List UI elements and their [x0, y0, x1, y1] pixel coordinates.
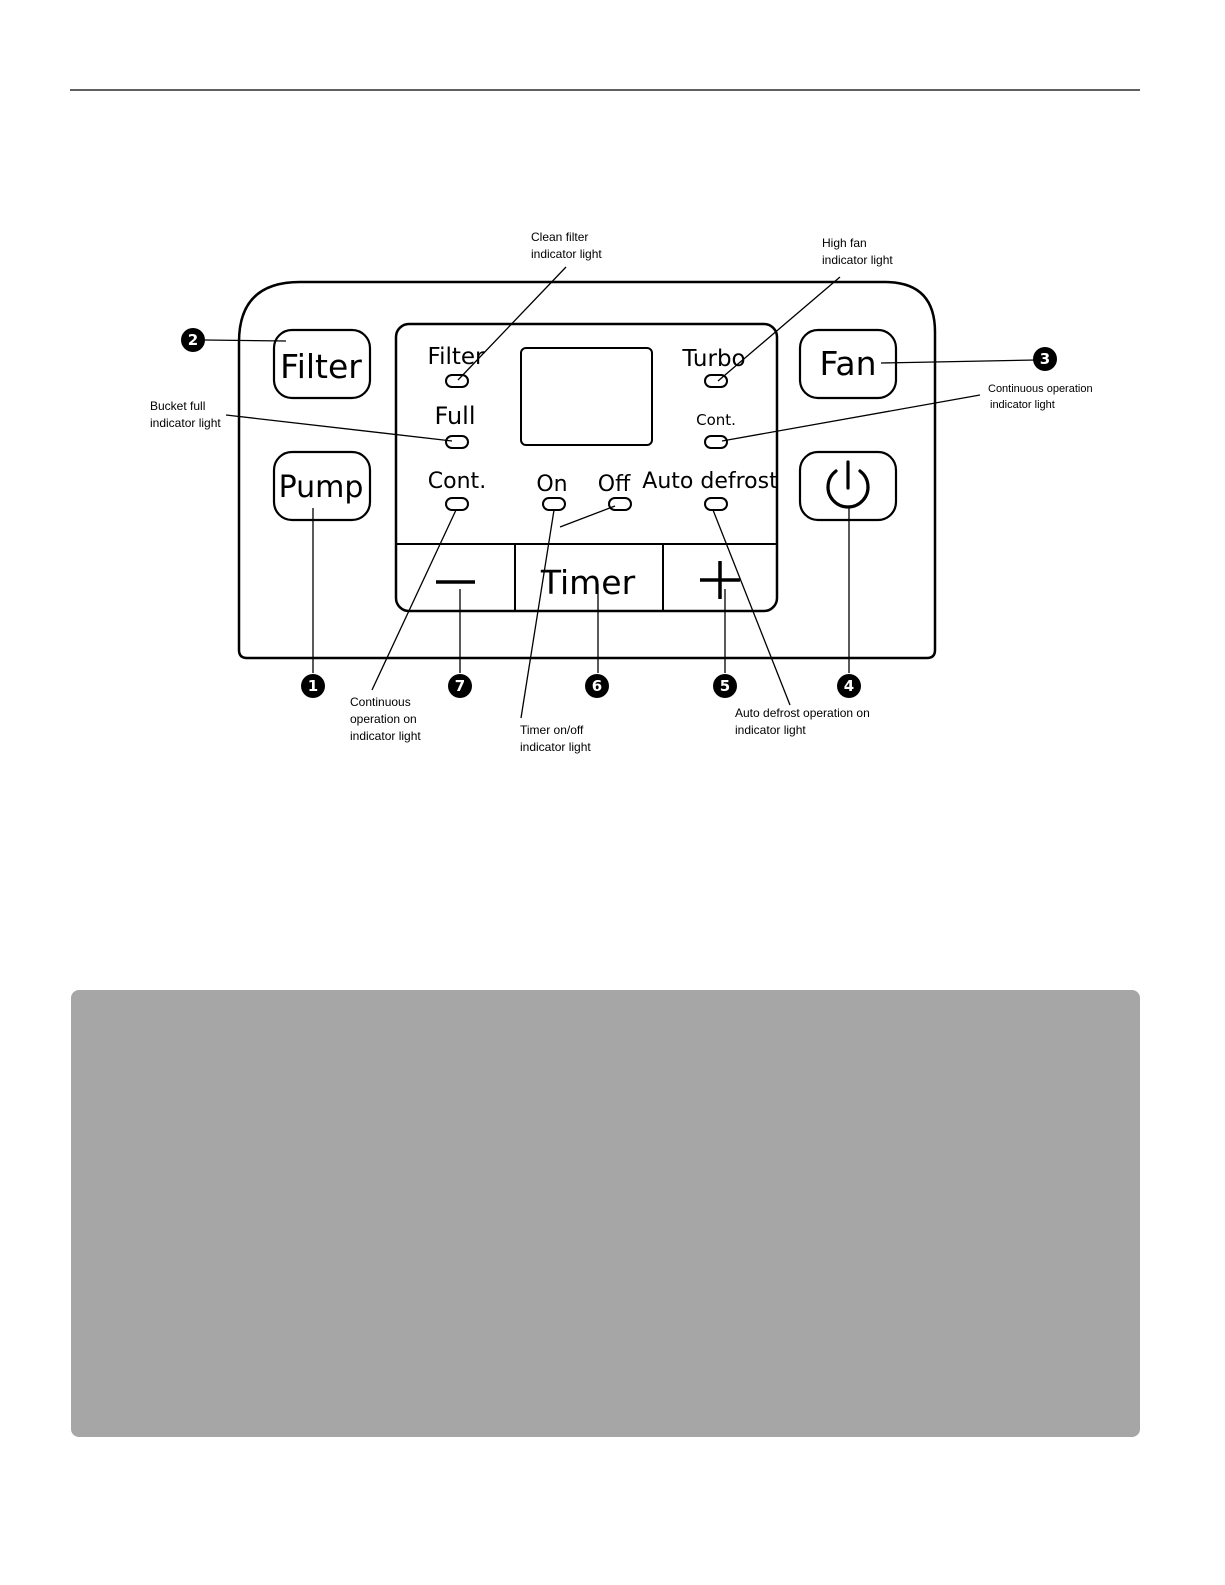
indicator-label-cont-right: Cont.	[696, 411, 736, 429]
callout-high-fan: High fan indicator light	[822, 236, 893, 267]
indicator-label-turbo: Turbo	[681, 346, 745, 372]
lcd-screen	[520, 347, 653, 446]
svg-text:3: 3	[1040, 350, 1050, 368]
svg-text:1: 1	[308, 677, 318, 695]
badge-5: 5	[713, 674, 737, 698]
svg-text:5: 5	[720, 677, 730, 695]
callout-timer-onoff: Timer on/off indicator light	[520, 723, 591, 754]
indicator-light-off	[608, 497, 632, 511]
plus-button[interactable]	[665, 546, 775, 609]
indicator-label-auto-defrost: Auto defrost	[642, 469, 778, 494]
badge-2: 2	[181, 328, 205, 352]
svg-text:6: 6	[592, 677, 602, 695]
panel-outline	[237, 280, 937, 660]
badge-7: 7	[448, 674, 472, 698]
power-icon	[826, 460, 870, 509]
indicator-light-on	[542, 497, 566, 511]
display-panel	[394, 322, 779, 613]
timer-button[interactable]: Timer	[517, 546, 661, 609]
svg-text:2: 2	[188, 331, 198, 349]
indicator-light-cont-right	[704, 435, 728, 449]
badge-6: 6	[585, 674, 609, 698]
pump-button[interactable]: Pump	[272, 450, 372, 522]
callout-continuous-left: Continuous operation on indicator light	[350, 695, 421, 743]
indicator-light-full	[445, 435, 469, 449]
gray-content-block	[71, 990, 1140, 1437]
indicator-label-cont-left: Cont.	[428, 469, 486, 494]
filter-button-label: Filter	[280, 347, 362, 386]
badge-3: 3	[1033, 347, 1057, 371]
power-button[interactable]	[798, 450, 898, 522]
indicator-light-auto-defrost	[704, 497, 728, 511]
indicator-label-off: Off	[598, 472, 631, 497]
indicator-label-on: On	[536, 472, 567, 497]
timer-button-label: Timer	[540, 563, 636, 602]
badge-4: 4	[837, 674, 861, 698]
badge-1: 1	[301, 674, 325, 698]
callout-clean-filter: Clean filter indicator light	[531, 230, 602, 261]
indicator-light-filter	[445, 374, 469, 388]
svg-text:7: 7	[455, 677, 465, 695]
fan-button-label: Fan	[819, 344, 876, 383]
indicator-light-cont-left	[445, 497, 469, 511]
indicator-label-full: Full	[434, 402, 475, 430]
callout-continuous-right: Continuous operation indicator light	[988, 383, 1096, 411]
callout-auto-defrost: Auto defrost operation on indicator ligh…	[735, 706, 873, 737]
pump-button-label: Pump	[279, 470, 364, 505]
fan-button[interactable]: Fan	[798, 328, 898, 400]
minus-button[interactable]	[398, 546, 513, 609]
indicator-label-filter: Filter	[428, 344, 486, 370]
callout-bucket-full: Bucket full indicator light	[150, 399, 221, 430]
svg-text:4: 4	[844, 677, 854, 695]
plus-icon	[700, 561, 740, 599]
filter-button[interactable]: Filter	[272, 328, 372, 400]
leader-lines	[204, 266, 1037, 719]
